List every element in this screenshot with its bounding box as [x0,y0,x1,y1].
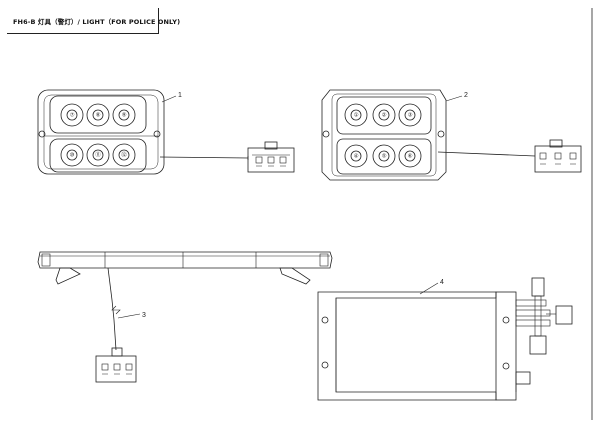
title-block: FH6-B 灯具（警灯）/ LIGHT（FOR POLICE ONLY) [7,8,180,34]
left-lamp-head [37,89,249,175]
left-lamp-screw-right [153,130,161,138]
right-lamp-housing [321,89,447,181]
left-connector [247,141,295,173]
bracket-clamp-top [531,277,545,297]
led-label: ⑦ [70,112,75,119]
led-label: ③ [408,113,413,119]
bracket-hole-lower [321,361,329,369]
left-lamp-led-labels: ⑦ ⑧ ⑨ ⑩ ⑪ ⑫ [70,112,128,159]
callout-1: 1 [178,92,182,99]
right-lamp-screw-right [437,130,445,138]
light-bar-foot-right [279,267,311,285]
led-label: ⑤ [382,154,387,160]
callout-4: 4 [440,279,444,286]
left-lamp-screw-left [38,130,46,138]
left-lamp-lower-lens [49,138,147,173]
led-label: ⑪ [95,151,101,159]
right-lamp-led-labels: ① ② ③ ④ ⑤ ⑥ [354,112,413,160]
bracket-hole-upper [321,316,329,324]
bracket-bolt-head [515,371,531,385]
left-lamp-upper-lens [49,95,147,134]
callout-3: 3 [142,312,146,319]
callout-2: 2 [464,92,468,99]
led-label: ② [382,112,387,119]
left-lamp-housing [37,89,165,175]
bracket-side-plate [495,291,517,401]
led-label: ⑧ [96,113,101,119]
right-lamp-lower-lens [336,138,432,175]
mounting-bracket [317,277,573,401]
light-bar-body [37,251,333,269]
light-bar-foot-left [55,267,81,285]
led-label: ⑫ [121,151,127,159]
right-lamp-head [321,89,536,181]
bracket-frame [317,291,497,401]
right-connector [534,139,582,173]
led-label: ⑥ [408,154,413,160]
diagram-title: FH6-B 灯具（警灯）/ LIGHT（FOR POLICE ONLY) [13,18,181,26]
bracket-clamp-bottom [529,335,547,355]
led-label: ① [354,113,359,119]
light-bar [37,251,333,351]
right-lamp-screw-left [322,130,330,138]
right-lamp-upper-lens [336,96,432,135]
led-label: ④ [354,154,359,160]
led-label: ⑨ [122,112,127,119]
led-label: ⑩ [70,152,75,159]
bracket-knob [555,305,573,325]
light-bar-connector [95,347,137,383]
